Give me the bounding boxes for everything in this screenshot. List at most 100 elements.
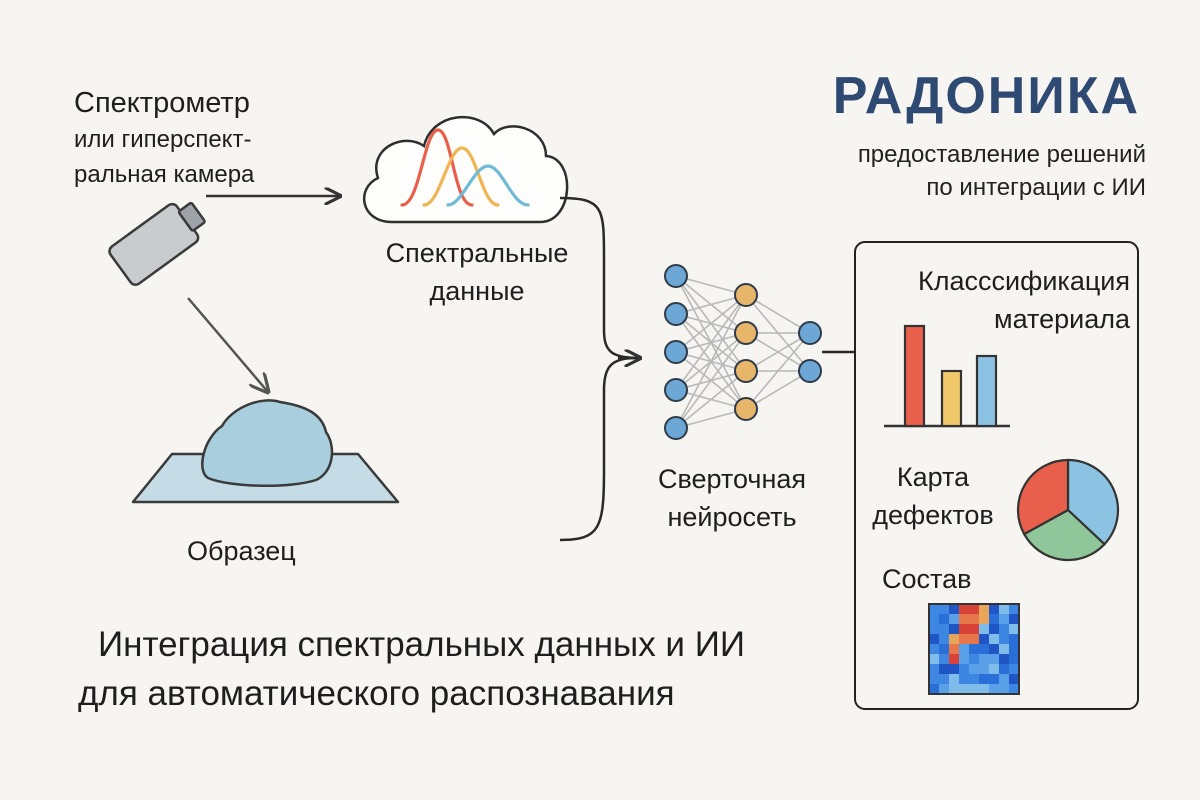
heatmap-cell [999, 604, 1010, 615]
heatmap-cell [999, 634, 1010, 645]
network-node [664, 378, 688, 402]
heatmap-cell [989, 664, 1000, 675]
composition-label: Состав [882, 564, 972, 594]
network-edge [675, 294, 747, 315]
heatmap-cell [989, 684, 1000, 695]
defect-pie-slice [1016, 458, 1070, 536]
heatmap-cell [949, 674, 960, 685]
diagram-caption: Интеграция спектральных данных и ИИ для … [78, 625, 746, 713]
heatmap-cell [949, 644, 960, 655]
heatmap-cell [959, 654, 970, 665]
heatmap-cell [939, 674, 950, 685]
heatmap-cell [979, 654, 990, 665]
heatmap-cell [959, 644, 970, 655]
heatmap-cell [939, 614, 950, 625]
network-edge [675, 294, 747, 429]
heatmap-cell [969, 604, 980, 615]
network-node [798, 359, 822, 383]
heatmap-cell [959, 624, 970, 635]
brand-tagline: предоставление решений по интеграции с И… [857, 141, 1146, 201]
heatmap-cell [929, 604, 940, 615]
heatmap-cell [939, 624, 950, 635]
heatmap-cell [999, 614, 1010, 625]
device-label: Спектрометр [74, 87, 250, 119]
heatmap-cell [979, 664, 990, 675]
heatmap-cell [1009, 624, 1020, 635]
heatmap-cell [999, 684, 1010, 695]
network-node [664, 264, 688, 288]
spectrometer-icon [108, 201, 206, 286]
heatmap-cell [929, 684, 940, 695]
heatmap-cell [949, 604, 960, 615]
defect-pie-slice [1022, 508, 1107, 562]
network-edge [745, 332, 811, 372]
network-node [734, 321, 758, 345]
network-node [734, 359, 758, 383]
heatmap-cell [959, 684, 970, 695]
sample-icon [131, 399, 400, 504]
heatmap-cell [999, 624, 1010, 635]
heatmap-cell [989, 614, 1000, 625]
heatmap-cell [979, 684, 990, 695]
network-node [734, 283, 758, 307]
cloud-icon [362, 115, 569, 224]
beam-arrow [187, 297, 268, 392]
network-node [664, 340, 688, 364]
heatmap-cell [979, 624, 990, 635]
heatmap-cell [929, 634, 940, 645]
sample-label: Образец [187, 536, 296, 566]
brand-logo: РАДОНИКА [832, 67, 1140, 125]
heatmap-cell [949, 614, 960, 625]
heatmap-cell [999, 664, 1010, 675]
network-node [734, 397, 758, 421]
merge-bracket [559, 196, 641, 542]
heatmap-cell [939, 664, 950, 675]
defects-label: Карта дефектов [872, 462, 994, 530]
heatmap-cell [959, 664, 970, 675]
heatmap-cell [969, 664, 980, 675]
heatmap-cell [969, 614, 980, 625]
heatmap-cell [1009, 634, 1020, 645]
classification-bar [975, 354, 998, 428]
classification-bar [940, 369, 963, 428]
heatmap-cell [929, 664, 940, 675]
heatmap-cell [939, 684, 950, 695]
heatmap-cell [989, 634, 1000, 645]
heatmap-cell [949, 654, 960, 665]
heatmap-cell [1009, 604, 1020, 615]
heatmap-cell [929, 614, 940, 625]
heatmap-cell [959, 674, 970, 685]
heatmap-cell [969, 634, 980, 645]
heatmap-cell [969, 674, 980, 685]
heatmap-cell [969, 654, 980, 665]
heatmap-cell [989, 624, 1000, 635]
spectral-data-label: Спектральные данные [385, 238, 569, 306]
heatmap-cell [989, 654, 1000, 665]
heatmap-cell [999, 654, 1010, 665]
network-edge [745, 294, 811, 334]
heatmap-cell [989, 604, 1000, 615]
heatmap-cell [999, 644, 1010, 655]
heatmap-cell [1009, 684, 1020, 695]
spectral-curves [400, 128, 530, 207]
network-edge [745, 332, 811, 410]
heatmap-cell [979, 604, 990, 615]
heatmap-cell [969, 684, 980, 695]
heatmap-cell [939, 634, 950, 645]
network-edges [675, 275, 811, 429]
heatmap-cell [1009, 654, 1020, 665]
network-node [664, 302, 688, 326]
heatmap-cell [1009, 664, 1020, 675]
heatmap-cell [949, 664, 960, 675]
heatmap-cell [929, 654, 940, 665]
composition-heatmap [928, 603, 1020, 695]
defect-pie-chart [1016, 458, 1120, 562]
heatmap-cell [979, 644, 990, 655]
heatmap-cell [929, 644, 940, 655]
classification-label: Класссификация материала [918, 266, 1130, 334]
heatmap-cell [949, 624, 960, 635]
results-panel [854, 241, 1139, 710]
network-label: Сверточная нейросеть [657, 464, 807, 532]
heatmap-cell [949, 634, 960, 645]
